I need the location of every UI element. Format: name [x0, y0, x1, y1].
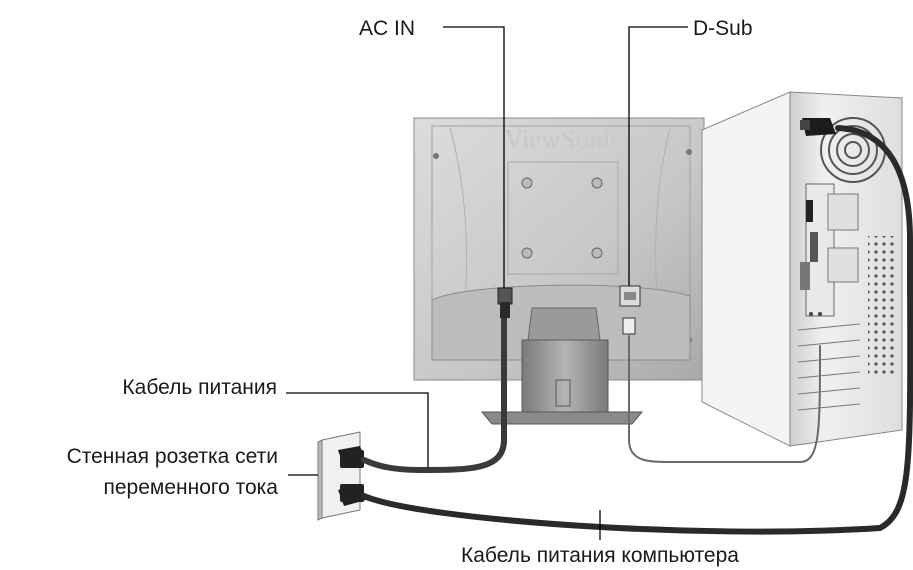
- vga-signal-cable: [628, 335, 821, 463]
- label-power-cable: Кабель питания: [122, 376, 277, 399]
- vesa-mount: [507, 161, 619, 275]
- cables: [361, 125, 913, 535]
- label-wall-outlet-line1: Стенная розетка сети: [67, 445, 278, 468]
- power-plug-icon: [338, 484, 366, 506]
- power-plug-icon: [338, 446, 366, 468]
- computer-power-cable: [361, 125, 913, 535]
- monitor-stand: [480, 307, 644, 425]
- monitor-power-cable: [361, 313, 507, 474]
- wall-outlet-icon: [317, 431, 366, 521]
- leader-lines: [286, 26, 688, 540]
- power-connector-icon: [497, 287, 513, 318]
- power-plug-icon: [800, 118, 836, 136]
- label-wall-outlet-line2: переменного тока: [103, 476, 278, 499]
- label-d-sub: D-Sub: [693, 17, 753, 40]
- label-computer-power-cable: Кабель питания компьютера: [461, 544, 739, 567]
- brand-logo: ViewSonic: [504, 124, 622, 154]
- label-ac-in: AC IN: [359, 17, 415, 40]
- computer-tower-icon: [701, 91, 903, 447]
- fan-grille-icon: [820, 117, 886, 183]
- vga-connector-icon: [619, 285, 641, 335]
